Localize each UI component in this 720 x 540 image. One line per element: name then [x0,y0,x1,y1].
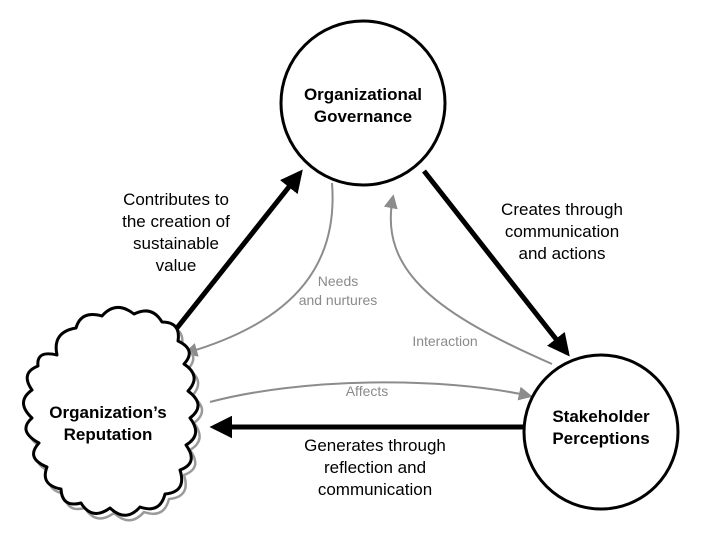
contributes-arrow [171,169,303,335]
creates-label-line3: and actions [519,244,606,263]
generates-label-line1: Generates through [304,436,446,455]
generates-label: Generates through reflection and communi… [304,436,446,499]
contributes-label-line2: the creation of [122,212,230,231]
needs-label-line2: and nurtures [299,292,378,308]
needs-and-nurtures-arrow [183,182,334,357]
governance-label-line1: Organizational [304,85,422,104]
needs-label-line1: Needs [318,273,358,289]
contributes-label-line3: sustainable [133,234,219,253]
interaction-label: Interaction [412,333,477,349]
stakeholder-label-line1: Stakeholder [552,407,650,426]
contributes-label-line4: value [156,256,197,275]
reputation-label-line2: Reputation [64,425,153,444]
stakeholder-label-line2: Perceptions [552,429,649,448]
affects-arrow [209,381,533,403]
interaction-arrow [383,194,553,365]
organizational-governance-node: Organizational Governance [279,19,447,187]
creates-label-line1: Creates through [501,200,623,219]
contributes-label: Contributes to the creation of sustainab… [122,190,230,275]
creates-label: Creates through communication and action… [501,200,623,263]
creates-arrow [422,169,570,357]
generates-label-line2: reflection and [324,458,426,477]
needs-label: Needs and nurtures [299,273,378,308]
governance-label-line2: Governance [314,107,412,126]
cloud-shape [22,306,200,517]
reputation-label-line1: Organization’s [49,403,166,422]
creates-label-line2: communication [505,222,619,241]
generates-label-line3: communication [318,480,432,499]
organization-reputation-node: Organization’s Reputation [22,306,204,522]
affects-label: Affects [346,383,389,399]
stakeholder-perceptions-node: Stakeholder Perceptions [522,353,680,511]
contributes-label-line1: Contributes to [123,190,229,209]
